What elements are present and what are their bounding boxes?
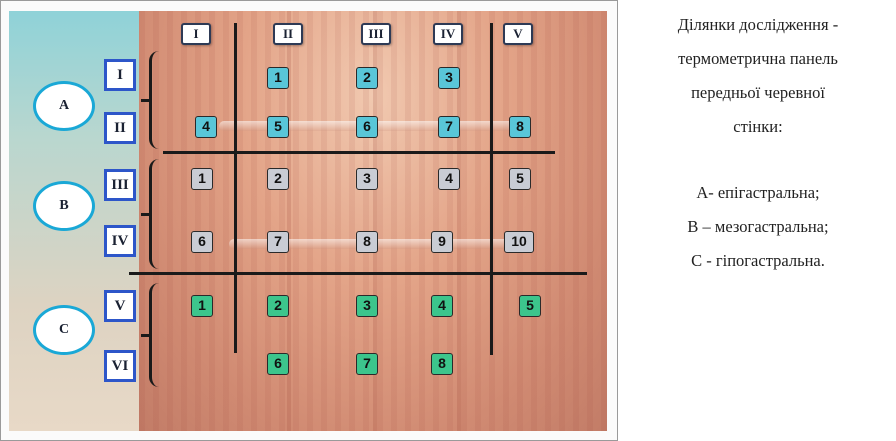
cell-a7: 7 (438, 116, 460, 138)
cell-a5: 5 (267, 116, 289, 138)
caption-line: термометрична панель (624, 42, 892, 76)
caption-spacer (624, 144, 892, 176)
caption-line: Ділянки дослідження - (624, 8, 892, 42)
cell-b7: 7 (267, 231, 289, 253)
grid-line-horizontal (129, 272, 587, 275)
zone-brace (149, 159, 163, 269)
column-label: I (181, 23, 211, 45)
column-label: V (503, 23, 533, 45)
cell-a4: 4 (195, 116, 217, 138)
cell-b9: 9 (431, 231, 453, 253)
cell-c5: 5 (519, 295, 541, 317)
grid-line-vertical (490, 23, 493, 355)
figure-frame: I II III IV V I II III IV V VI A B C 1 2… (0, 0, 618, 441)
zone-brace (149, 283, 163, 387)
abdomen-photo (9, 11, 607, 431)
row-label: III (104, 169, 136, 201)
caption-line: передньої черевної (624, 76, 892, 110)
cell-c7: 7 (356, 353, 378, 375)
caption-line: стінки: (624, 110, 892, 144)
cell-b3: 3 (356, 168, 378, 190)
cell-b6: 6 (191, 231, 213, 253)
cell-a8: 8 (509, 116, 531, 138)
row-label: I (104, 59, 136, 91)
caption-zone-c: С - гіпогастральна. (624, 244, 892, 278)
cell-b1: 1 (191, 168, 213, 190)
cell-c1: 1 (191, 295, 213, 317)
cell-a3: 3 (438, 67, 460, 89)
zone-brace (149, 51, 163, 149)
caption-zone-b: В – мезогастральна; (624, 210, 892, 244)
row-label: VI (104, 350, 136, 382)
zone-label-c: C (33, 305, 95, 355)
zone-label-a: A (33, 81, 95, 131)
cell-c2: 2 (267, 295, 289, 317)
cell-a6: 6 (356, 116, 378, 138)
caption-zone-a: А- епігастральна; (624, 176, 892, 210)
grid-line-horizontal (163, 151, 555, 154)
caption: Ділянки дослідження - термометрична пане… (624, 8, 892, 278)
cell-a2: 2 (356, 67, 378, 89)
cell-b5: 5 (509, 168, 531, 190)
cell-b8: 8 (356, 231, 378, 253)
zone-label-b: B (33, 181, 95, 231)
cell-c8: 8 (431, 353, 453, 375)
cell-c6: 6 (267, 353, 289, 375)
row-label: V (104, 290, 136, 322)
row-label: IV (104, 225, 136, 257)
column-label: II (273, 23, 303, 45)
column-label: IV (433, 23, 463, 45)
cell-a1: 1 (267, 67, 289, 89)
cell-c3: 3 (356, 295, 378, 317)
grid-line-vertical (234, 23, 237, 353)
cell-b4: 4 (438, 168, 460, 190)
cell-c4: 4 (431, 295, 453, 317)
cell-b2: 2 (267, 168, 289, 190)
row-label: II (104, 112, 136, 144)
cell-b10: 10 (504, 231, 534, 253)
column-label: III (361, 23, 391, 45)
